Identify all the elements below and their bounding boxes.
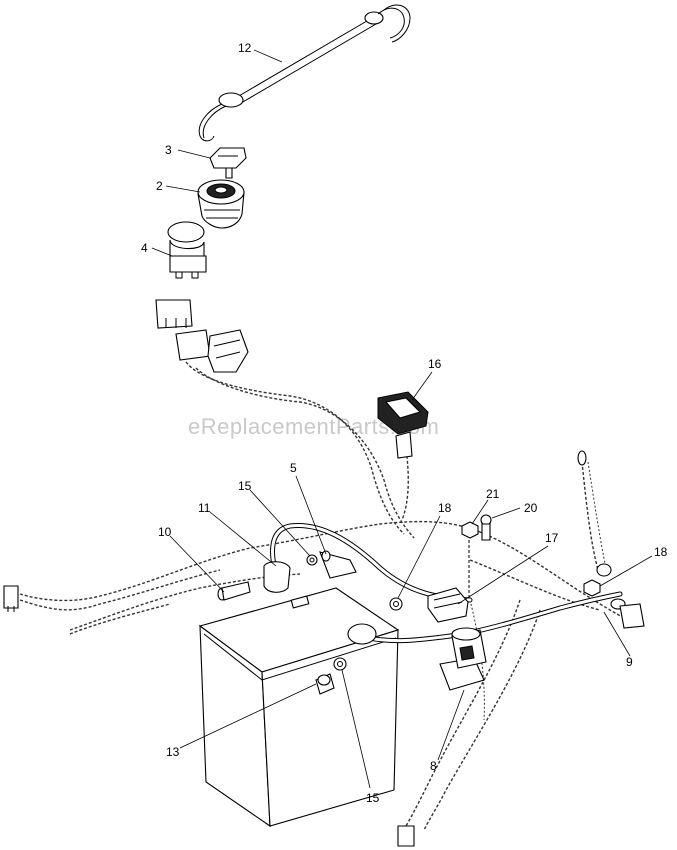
callout-11: 11 xyxy=(198,501,211,515)
leader-lines xyxy=(151,49,653,789)
harness-end-connector-left xyxy=(3,585,19,612)
ring-terminal-upper-right xyxy=(577,450,587,466)
battery xyxy=(198,587,400,828)
callout-10: 10 xyxy=(158,525,172,539)
callout-5: 5 xyxy=(290,461,297,475)
relay-part-16 xyxy=(377,391,429,459)
callout-12: 12 xyxy=(238,41,252,55)
callout-18-center: 18 xyxy=(438,501,452,515)
nut-part-21 xyxy=(461,521,479,600)
connector-part-17 xyxy=(427,587,469,623)
callout-21: 21 xyxy=(486,487,500,501)
bolt-part-20 xyxy=(480,514,492,541)
solenoid-part-8 xyxy=(439,627,487,691)
callout-8: 8 xyxy=(430,759,437,773)
ignition-switch-part-2 xyxy=(197,179,245,229)
nut-part-18-right xyxy=(583,579,601,597)
pto-switch-part-4 xyxy=(167,221,207,279)
callout-16: 16 xyxy=(428,357,442,371)
callout-18-right: 18 xyxy=(654,545,668,559)
callout-9: 9 xyxy=(626,655,633,669)
battery-cable xyxy=(263,522,623,645)
callout-2: 2 xyxy=(156,179,163,193)
washer-part-15-upper xyxy=(306,554,318,566)
callout-13: 13 xyxy=(166,745,180,759)
harness-connector-upper xyxy=(155,299,249,373)
bolt-part-13 xyxy=(315,673,335,695)
harness-end-connector-bottom xyxy=(397,825,415,847)
strap-part-12 xyxy=(198,4,411,142)
callout-15-lower: 15 xyxy=(366,791,380,805)
callout-3: 3 xyxy=(165,143,172,157)
callout-20: 20 xyxy=(524,501,538,515)
ring-terminals-right xyxy=(596,563,645,629)
bracket-part-5 xyxy=(319,550,357,579)
callout-15-upper: 15 xyxy=(238,479,252,493)
bolt-part-10 xyxy=(217,581,251,601)
key-part-3 xyxy=(209,147,247,179)
nut-part-18-center xyxy=(389,597,403,611)
callout-17: 17 xyxy=(545,531,559,545)
callout-4: 4 xyxy=(141,241,148,255)
washer-part-15-lower xyxy=(333,657,347,671)
